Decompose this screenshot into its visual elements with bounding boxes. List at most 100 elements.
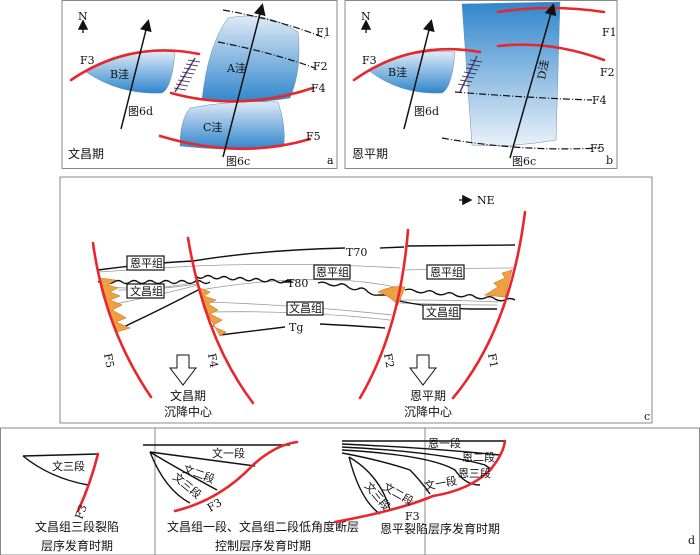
- stage-2: 文一段 文二段 文三段 F3 文昌组一段、文昌组二段低角度断层 控制层序发育时期: [143, 440, 359, 553]
- section-label-6d: 图6d: [414, 105, 439, 118]
- fan-delta-f5: [99, 277, 131, 333]
- horizon-t80: [97, 274, 516, 302]
- formation-box-enping-1: 恩平组: [126, 255, 165, 271]
- fault-label-f4: F4: [592, 94, 607, 107]
- panel-c: T70 T80 Tg 恩平组 恩平组 恩平组 文昌组 文昌组 文昌组 NE F5…: [59, 176, 653, 424]
- stage-1: 文三段 F3 文昌组三段裂陷 层序发育时期: [22, 452, 119, 553]
- sag-c: [179, 101, 285, 150]
- fault-f2: [358, 228, 410, 400]
- unit-label: 恩一段: [428, 436, 461, 450]
- unit-label: 文一段: [423, 473, 458, 493]
- fault-f5-trace: [158, 134, 312, 151]
- svg-text:文昌组: 文昌组: [426, 305, 459, 319]
- formation-box-enping-2: 恩平组: [313, 264, 351, 280]
- unit-label: 文一段: [212, 446, 245, 460]
- sag-label-b: B洼: [110, 67, 129, 81]
- formation-box-wenchang-1: 文昌组: [126, 283, 165, 299]
- fault-f5-trace: [441, 137, 601, 150]
- fault-f5: [91, 241, 153, 399]
- panel-letter-a: a: [327, 154, 334, 167]
- fault-label-f3: F3: [73, 503, 90, 521]
- panel-a: N F3 B洼 A洼 C洼 F1 F2 F4 F5 图6d 图6c 文昌期 a: [61, 0, 338, 169]
- fault-label-f2: F2: [600, 66, 615, 79]
- transfer-zone-hatch: [173, 57, 201, 93]
- period-label: 恩平期: [352, 147, 388, 161]
- stage-caption: 控制层序发育时期: [215, 538, 311, 553]
- svg-text:恩平组: 恩平组: [316, 265, 349, 279]
- center-period-enping: 恩平期: [410, 389, 446, 403]
- fault-label-f2: F2: [381, 352, 396, 369]
- svg-text:文昌组: 文昌组: [130, 284, 163, 298]
- section-label-6c: 图6c: [226, 155, 250, 168]
- fault-f4: [186, 236, 255, 405]
- section-line-6c: [222, 3, 266, 158]
- panel-letter-b: b: [606, 154, 613, 167]
- section-line-6d: [120, 19, 152, 130]
- fault-label-f4: F4: [311, 82, 326, 95]
- north-label: N: [361, 10, 371, 23]
- sag-label-d: D洼: [534, 59, 551, 81]
- sag-d: [461, 1, 561, 147]
- center-label-enping: 沉降中心: [404, 404, 452, 419]
- fault-f3: [333, 439, 507, 524]
- down-arrow-icon: [408, 354, 438, 386]
- unit-label: 恩二段: [462, 450, 495, 464]
- fault-label-f2: F2: [313, 60, 328, 73]
- stage-caption: 恩平裂陷层序发育时期: [380, 521, 500, 536]
- panel-b: N F3 B洼 D洼 F1 F2 F4 F5 图6d 图6c 恩平期 b: [344, 0, 618, 169]
- svg-text:文昌组: 文昌组: [289, 301, 322, 315]
- fault-f3: [173, 440, 299, 513]
- fault-label-f3: F3: [362, 54, 377, 67]
- fault-label-f3: F3: [405, 510, 420, 523]
- horizon-label-t80: T80: [287, 277, 308, 290]
- stage-caption: 文昌组一段、文昌组二段低角度断层: [167, 519, 359, 534]
- panel-letter-d: d: [688, 534, 695, 547]
- fault-label-f4: F4: [205, 352, 220, 369]
- formation-box-wenchang-3: 文昌组: [422, 304, 461, 320]
- fault-f1: [451, 210, 527, 400]
- stage-caption: 文昌组三段裂陷: [35, 519, 119, 534]
- period-label: 文昌期: [68, 146, 104, 161]
- horizon-label-t70: T70: [346, 246, 367, 259]
- horizon-tg: [219, 323, 386, 336]
- sag-label-b: B洼: [388, 65, 407, 79]
- fault-f3-trace: [69, 49, 201, 82]
- formation-box-enping-3: 恩平组: [426, 264, 465, 280]
- fault-label-f5: F5: [306, 130, 321, 143]
- unit-label: 文三段: [52, 459, 85, 473]
- center-period-wenchang: 文昌期: [170, 388, 206, 403]
- fault-label-f1: F1: [316, 26, 331, 39]
- fault-label-f1: F1: [485, 352, 500, 369]
- sag-label-a: A洼: [226, 61, 246, 75]
- sag-label-c: C洼: [203, 120, 222, 134]
- panel-d: 文三段 F3 文昌组三段裂陷 层序发育时期 文一段 文二段 文三段 F3 文昌组…: [0, 427, 700, 555]
- fault-f2-trace: [496, 43, 606, 62]
- section-line-6d: [403, 19, 435, 130]
- fault-label-f1: F1: [602, 26, 617, 39]
- fault-f3-trace: [352, 47, 482, 82]
- fault-label-f3: F3: [80, 54, 95, 67]
- fan-delta-f1: [484, 269, 513, 298]
- horizon-label-tg: Tg: [289, 321, 303, 334]
- fault-f4-trace: [454, 91, 593, 101]
- panel-letter-c: c: [644, 410, 650, 423]
- center-label-wenchang: 沉降中心: [164, 404, 212, 419]
- fault-label-f5: F5: [590, 142, 605, 155]
- svg-text:恩平组: 恩平组: [130, 256, 163, 270]
- section-label-6d: 图6d: [128, 105, 153, 118]
- fault-f3: [76, 452, 100, 513]
- transfer-zone-hatch: [457, 55, 483, 93]
- stage-caption: 层序发育时期: [41, 538, 113, 553]
- north-label: N: [78, 10, 88, 23]
- svg-text:恩平组: 恩平组: [430, 265, 463, 279]
- fault-label-f5: F5: [101, 352, 116, 369]
- down-arrow-icon: [168, 354, 198, 386]
- formation-box-wenchang-2: 文昌组: [286, 301, 324, 316]
- section-label-6c: 图6c: [512, 155, 536, 168]
- section-line-6c: [509, 3, 557, 159]
- fault-f4-trace: [169, 86, 315, 103]
- fault-label-f3: F3: [205, 496, 224, 515]
- unit-label: 恩三段: [458, 466, 491, 480]
- direction-label: NE: [477, 194, 495, 207]
